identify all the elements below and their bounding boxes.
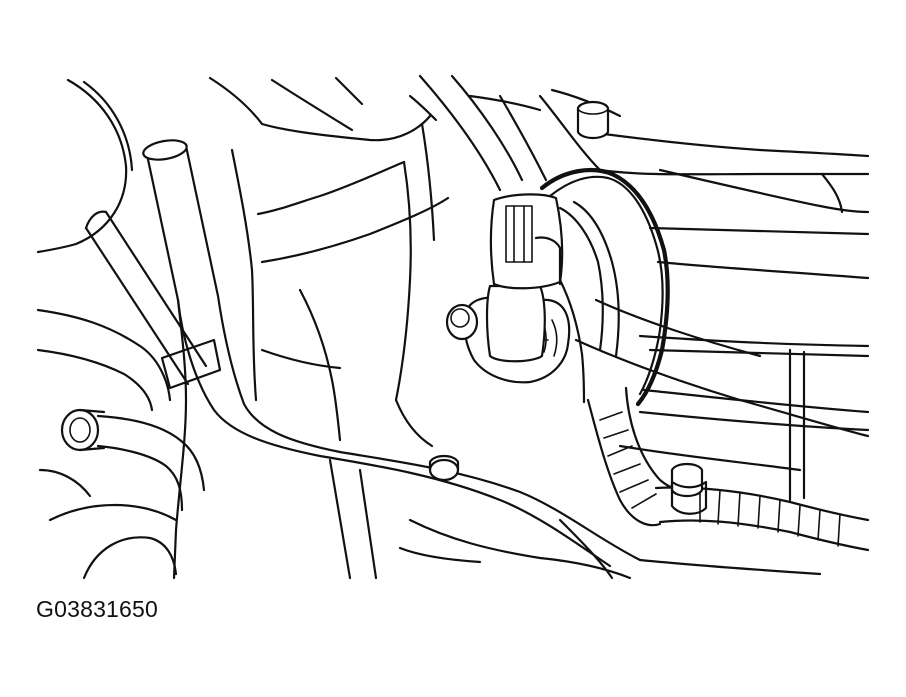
left-vertical-pipe xyxy=(142,139,642,580)
left-diagonal-rod xyxy=(84,210,208,386)
top-center-tube xyxy=(418,74,548,192)
center-bolt xyxy=(428,454,460,482)
figure-id-label: G03831650 xyxy=(36,596,159,622)
lower-left-pulley xyxy=(38,468,178,580)
right-rails xyxy=(538,88,870,502)
top-right-bolt xyxy=(576,100,610,140)
sensor-connector xyxy=(485,193,564,363)
left-horizontal-pipes xyxy=(36,308,206,512)
center-diagonal-bars xyxy=(328,458,632,580)
center-bracket xyxy=(230,122,450,448)
upper-left-housing xyxy=(36,76,438,254)
lower-right-flange xyxy=(558,518,822,580)
wiring-harness xyxy=(539,167,870,552)
